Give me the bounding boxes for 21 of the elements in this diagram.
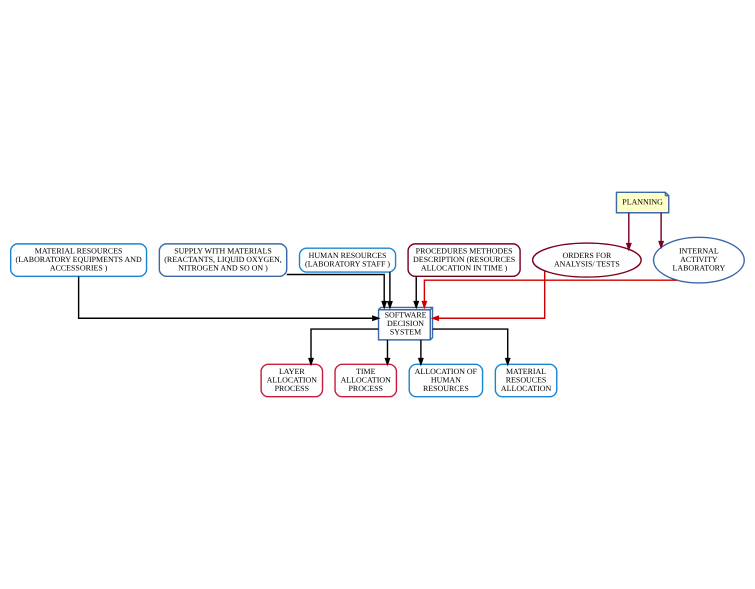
node-box: MATERIAL RESOURCES (LABORATORY EQUIPMENTS AND ACCESSORIES ) bbox=[10, 243, 148, 278]
arrow bbox=[78, 276, 381, 322]
arrow bbox=[286, 274, 388, 310]
arrow bbox=[413, 276, 420, 310]
arrow bbox=[626, 212, 632, 252]
node-box: TIME ALLOCATION PROCESS bbox=[334, 364, 398, 398]
arrow bbox=[430, 270, 546, 322]
node-box: MATERIAL RESOUCES ALLOCATION bbox=[494, 364, 558, 398]
arrow bbox=[432, 328, 511, 366]
node-box: ALLOCATION OF HUMAN RESOURCES bbox=[408, 364, 484, 398]
arrow bbox=[418, 340, 424, 366]
node-box: LAYER ALLOCATION PROCESS bbox=[260, 364, 324, 398]
arrow bbox=[421, 279, 677, 310]
arrow bbox=[384, 340, 390, 366]
node-ellipse: INTERNAL ACTIVITY LABORATORY bbox=[652, 236, 745, 284]
node-box: SUPPLY WITH MATERIALS (REACTANTS, LIQUID OXYGEN, NITROGEN AND SO ON ) bbox=[158, 243, 288, 278]
node-box: PROCEDURES METHODES DESCRIPTION (RESOURCES ALLOCATION IN TIME ) bbox=[407, 243, 521, 278]
arrow bbox=[658, 212, 664, 250]
arrow bbox=[386, 272, 393, 310]
node-box: HUMAN RESOURCES (LABORATORY STAFF ) bbox=[298, 247, 396, 273]
arrow bbox=[308, 328, 378, 366]
